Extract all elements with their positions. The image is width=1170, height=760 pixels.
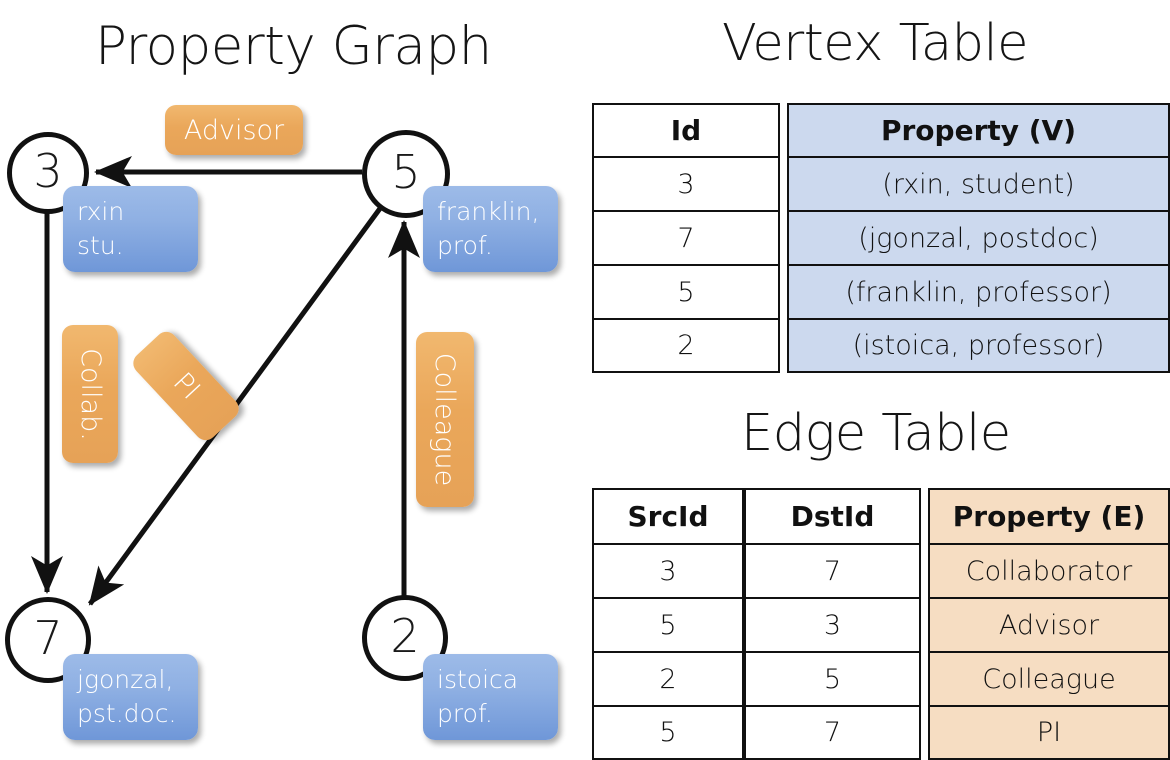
vertex-table: Id 3 7 5 2 Property (V) (rxin, student) … [592, 103, 1170, 373]
vertex-table-header-id: Id [592, 103, 780, 157]
edge-label-advisor[interactable]: Advisor [165, 105, 303, 155]
edge-label-collab[interactable]: Collab. [62, 325, 118, 463]
vertex-property-box-7-line1: jgonzal, [77, 664, 174, 694]
edge-label-colleague-text: Colleague [429, 352, 461, 487]
edge-table-cell-srcid: 5 [592, 706, 744, 760]
vertex-table-column-gap [780, 103, 787, 373]
vertex-table-cell-property: (istoica, professor) [787, 319, 1170, 373]
page-title-property-graph: Property Graph [95, 16, 492, 77]
edge-table-cell-dstid: 3 [744, 598, 921, 652]
edge-table-header-dstid: DstId [744, 488, 921, 544]
graph-node-5[interactable]: 5 [362, 130, 450, 218]
vertex-property-box-3-line2: stu. [77, 231, 124, 260]
edge-table-header-srcid: SrcId [592, 488, 744, 544]
vertex-table-header-property: Property (V) [787, 103, 1170, 157]
vertex-table-col-id: Id 3 7 5 2 [592, 103, 780, 373]
graph-node-2[interactable]: 2 [362, 595, 448, 681]
edge-table-col-srcid: SrcId 3 5 2 5 [592, 488, 744, 760]
edge-label-advisor-text: Advisor [183, 114, 285, 146]
edge-table-column-gap [921, 488, 928, 760]
edge-table-cell-dstid: 7 [744, 544, 921, 598]
vertex-property-box-7[interactable]: jgonzal, pst.doc. [63, 654, 198, 740]
vertex-table-col-property: Property (V) (rxin, student) (jgonzal, p… [787, 103, 1170, 373]
vertex-table-cell-id: 5 [592, 265, 780, 319]
vertex-property-box-3[interactable]: rxin stu. [63, 186, 198, 272]
graph-node-3-label: 3 [33, 144, 63, 198]
edge-label-collab-text: Collab. [74, 347, 106, 441]
graph-node-5-label: 5 [391, 145, 421, 199]
edge-table-cell-property: PI [928, 706, 1170, 760]
edge-table-cell-property: Advisor [928, 598, 1170, 652]
edge-table-cell-srcid: 2 [592, 652, 744, 706]
vertex-property-box-5-line2: prof. [437, 231, 493, 260]
vertex-property-box-2[interactable]: istoica prof. [423, 654, 558, 740]
edge-table-cell-srcid: 3 [592, 544, 744, 598]
vertex-property-box-2-line1: istoica [437, 664, 519, 694]
vertex-property-box-5[interactable]: franklin, prof. [423, 186, 558, 272]
vertex-property-box-2-line2: prof. [437, 699, 493, 728]
vertex-table-cell-property: (jgonzal, postdoc) [787, 211, 1170, 265]
vertex-table-cell-property: (rxin, student) [787, 157, 1170, 211]
edge-table-header-property: Property (E) [928, 488, 1170, 544]
edge-table-col-dstid: DstId 7 3 5 7 [744, 488, 921, 760]
edge-label-colleague[interactable]: Colleague [416, 332, 474, 507]
edge-table-cell-property: Colleague [928, 652, 1170, 706]
edge-table-cell-property: Collaborator [928, 544, 1170, 598]
edge-table-cell-dstid: 5 [744, 652, 921, 706]
page-title-edge-table: Edge Table [741, 404, 1011, 463]
vertex-table-cell-id: 7 [592, 211, 780, 265]
edge-table-cell-dstid: 7 [744, 706, 921, 760]
vertex-table-cell-property: (franklin, professor) [787, 265, 1170, 319]
graph-node-2-label: 2 [390, 609, 420, 663]
edge-table: SrcId 3 5 2 5 DstId 7 3 5 7 Property (E)… [592, 488, 1170, 760]
property-graph-diagram: 3 5 7 2 rxin stu. franklin, prof. jgonza… [5, 105, 558, 740]
graph-node-7-label: 7 [33, 611, 63, 665]
edge-table-col-property: Property (E) Collaborator Advisor Collea… [928, 488, 1170, 760]
edge-label-pi-text: PI [166, 366, 206, 406]
vertex-property-box-7-line2: pst.doc. [77, 699, 177, 728]
vertex-table-cell-id: 3 [592, 157, 780, 211]
edge-table-cell-srcid: 5 [592, 598, 744, 652]
vertex-table-cell-id: 2 [592, 319, 780, 373]
vertex-property-box-3-line1: rxin [77, 196, 125, 226]
vertex-property-box-5-line1: franklin, [437, 196, 540, 226]
page-title-vertex-table: Vertex Table [722, 14, 1029, 73]
